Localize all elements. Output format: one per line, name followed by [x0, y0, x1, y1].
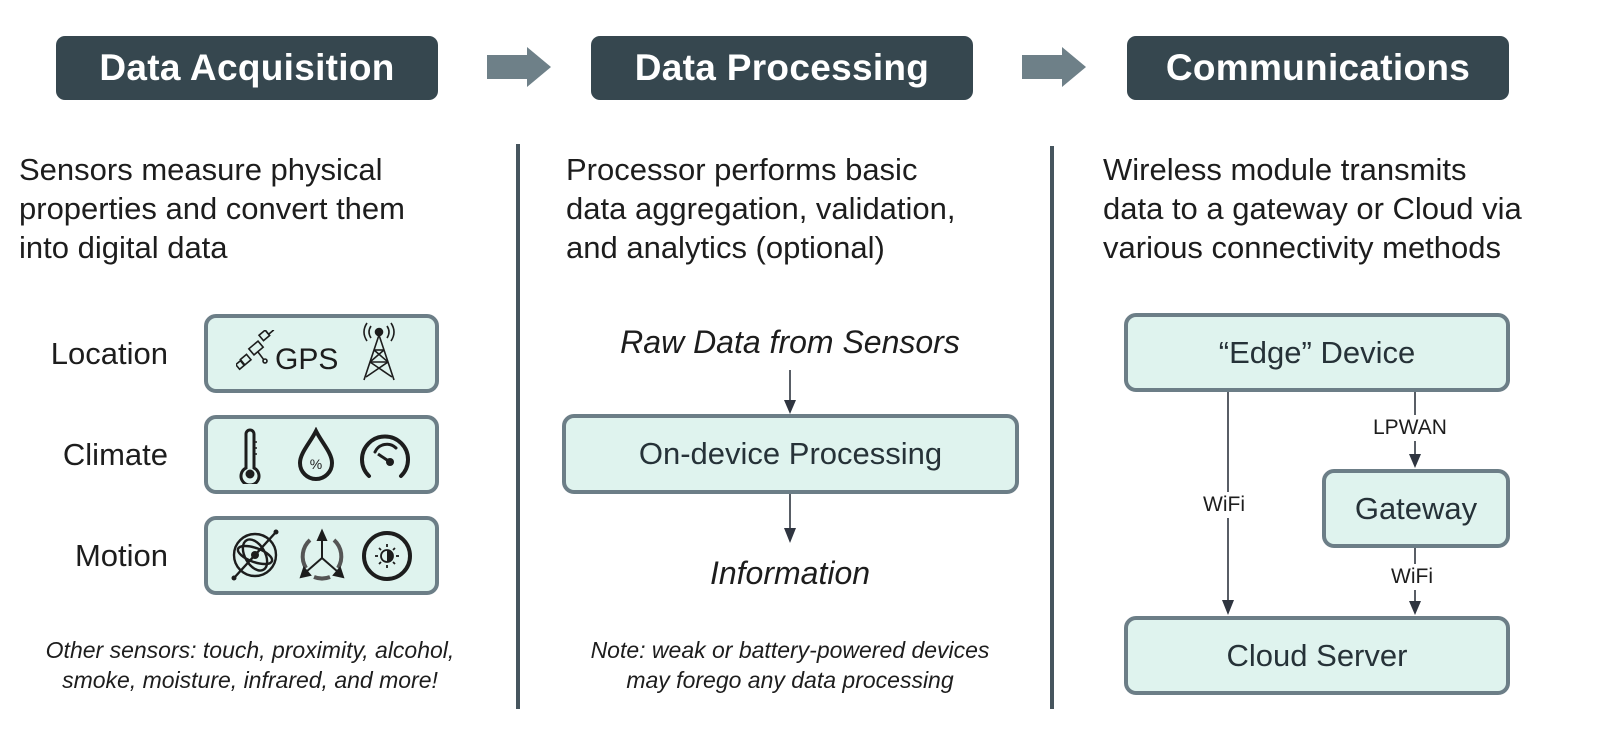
header-data-processing: Data Processing — [591, 36, 973, 100]
edge-device-label: “Edge” Device — [1218, 334, 1416, 370]
raw-data-label: Raw Data from Sensors — [620, 324, 960, 360]
header-communications: Communications — [1127, 36, 1509, 100]
wifi-label: WiFi — [1203, 492, 1245, 518]
wifi-label: WiFi — [1391, 564, 1433, 590]
sensor-label-location: Location — [50, 336, 168, 371]
cloud-server-box: Cloud Server — [1124, 616, 1510, 695]
sensor-label-motion: Motion — [74, 538, 168, 573]
gateway-box: Gateway — [1322, 469, 1510, 548]
description-line: into digital data — [19, 230, 228, 265]
cloud-server-label: Cloud Server — [1226, 637, 1408, 673]
description-line: data aggregation, validation, — [566, 191, 956, 226]
gateway-label: Gateway — [1354, 490, 1478, 526]
note-line: smoke, moisture, infrared, and more! — [62, 667, 438, 693]
description-line: various connectivity methods — [1103, 230, 1502, 265]
on-device-processing-box: On-device Processing — [562, 414, 1019, 494]
cell-tower-icon — [363, 322, 395, 381]
arrow-down-icon — [784, 494, 796, 543]
note-line: may forego any data processing — [626, 667, 954, 693]
communications-description: Wireless module transmits data to a gate… — [1103, 150, 1522, 267]
acquisition-description: Sensors measure physical properties and … — [19, 150, 405, 267]
sensor-label-climate: Climate — [62, 437, 168, 472]
acquisition-note: Other sensors: touch, proximity, alcohol… — [10, 635, 490, 695]
gyroscope-icon — [231, 529, 279, 581]
arrow-right-icon — [487, 47, 551, 87]
description-line: Wireless module transmits — [1103, 152, 1467, 187]
description-line: Processor performs basic — [566, 152, 918, 187]
description-line: data to a gateway or Cloud via — [1103, 191, 1522, 226]
percent-symbol: % — [310, 456, 322, 472]
lpwan-label: LPWAN — [1373, 415, 1447, 441]
thermometer-icon — [239, 428, 261, 484]
edge-device-box: “Edge” Device — [1124, 313, 1510, 392]
header-data-acquisition: Data Acquisition — [56, 36, 438, 100]
processing-note: Note: weak or battery-powered devices ma… — [540, 635, 1040, 695]
description-line: and analytics (optional) — [566, 230, 885, 265]
description-line: Sensors measure physical — [19, 152, 383, 187]
note-line: Other sensors: touch, proximity, alcohol… — [45, 637, 455, 663]
arrow-right-icon — [1022, 47, 1086, 87]
accelerometer-icon — [299, 528, 345, 581]
humidity-drop-icon: % — [297, 427, 335, 481]
information-label: Information — [709, 555, 871, 591]
on-device-processing-label: On-device Processing — [638, 436, 943, 471]
arrow-down-icon — [784, 370, 796, 414]
satellite-icon — [236, 330, 275, 371]
description-line: properties and convert them — [19, 191, 405, 226]
note-line: Note: weak or battery-powered devices — [590, 637, 990, 663]
column-divider — [516, 144, 520, 709]
column-divider — [1050, 146, 1054, 709]
sensor-box-location — [204, 314, 439, 393]
processing-description: Processor performs basic data aggregatio… — [566, 150, 956, 267]
gps-text: GPS — [275, 343, 339, 376]
pressure-gauge-icon — [360, 434, 410, 478]
light-sensor-icon — [362, 531, 412, 581]
